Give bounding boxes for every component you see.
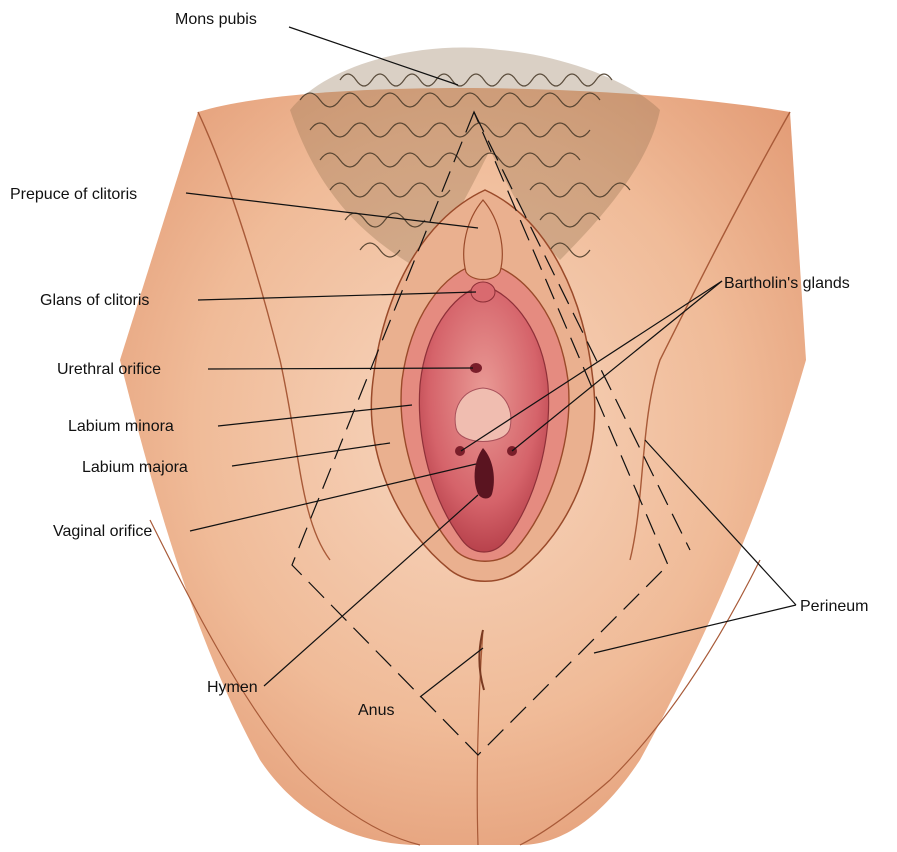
label-glans-of-clitoris: Glans of clitoris [40,292,149,309]
label-perineum: Perineum [800,598,868,615]
label-labium-majora: Labium majora [82,459,188,476]
label-bartholins-glands: Bartholin's glands [724,275,850,292]
label-hymen: Hymen [207,679,258,696]
label-mons-pubis: Mons pubis [175,11,257,28]
label-prepuce-of-clitoris: Prepuce of clitoris [10,186,137,203]
label-urethral-orifice: Urethral orifice [57,361,161,378]
label-labium-minora: Labium minora [68,418,174,435]
bartholin-gland-left [455,446,465,456]
label-vaginal-orifice: Vaginal orifice [53,523,152,540]
label-anus: Anus [358,702,394,719]
